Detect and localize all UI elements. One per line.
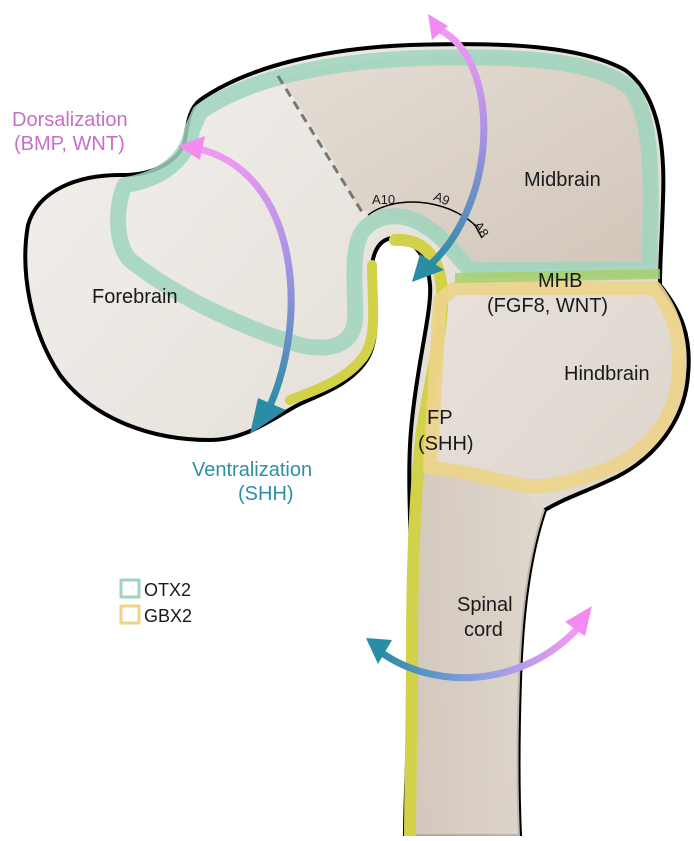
mhb-signals: (FGF8, WNT) (487, 295, 608, 317)
legend-label-otx2: OTX2 (144, 580, 191, 600)
legend-swatch-otx2 (121, 580, 139, 597)
dorsalization-signals: (BMP, WNT) (14, 133, 125, 155)
hindbrain-label: Hindbrain (564, 363, 650, 385)
legend-swatch-gbx2 (121, 606, 139, 623)
fp-signals: (SHH) (418, 433, 474, 455)
ventralization-label: Ventralization (192, 459, 312, 481)
mhb-label: MHB (538, 270, 582, 292)
cord-label: cord (464, 619, 503, 641)
ventralization-signals: (SHH) (238, 483, 294, 505)
a10-label: A10 (372, 192, 395, 207)
spinal-cord-region (405, 460, 545, 836)
legend: OTX2 GBX2 (121, 580, 192, 626)
midbrain-label: Midbrain (524, 169, 601, 191)
dorsalization-label: Dorsalization (12, 109, 128, 131)
legend-label-gbx2: GBX2 (144, 606, 192, 626)
fp-label: FP (427, 407, 453, 429)
neural-tube-body (25, 44, 688, 836)
forebrain-label: Forebrain (92, 286, 178, 308)
spinal-label: Spinal (457, 594, 513, 616)
